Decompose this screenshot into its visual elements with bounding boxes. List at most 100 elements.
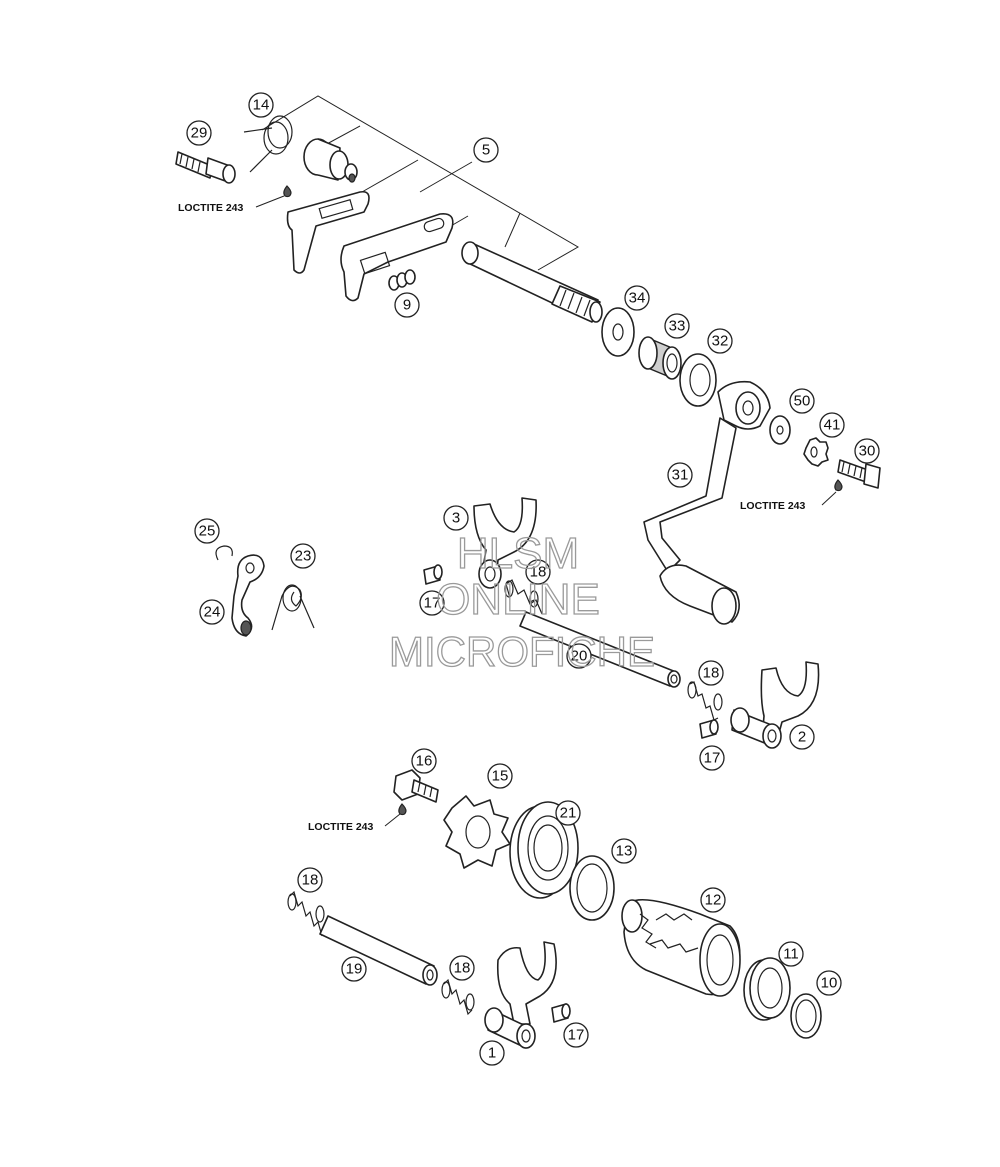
- callout-18-upper: 18: [525, 559, 551, 585]
- svg-text:11: 11: [783, 946, 799, 963]
- callout-18-right: 18: [698, 660, 724, 686]
- part-10-shim: [790, 993, 822, 1039]
- part-25-circlip: [215, 545, 233, 561]
- callout-17-middle: 17: [699, 745, 725, 771]
- part-11-bearing: [743, 957, 791, 1021]
- svg-text:18: 18: [530, 564, 547, 581]
- callout-5: 5: [473, 137, 499, 163]
- svg-text:17: 17: [568, 1027, 585, 1044]
- part-14-spring: [243, 115, 293, 173]
- callout-18-lower: 18: [449, 955, 475, 981]
- svg-text:41: 41: [824, 417, 841, 434]
- callout-33: 33: [664, 313, 690, 339]
- callout-9: 9: [394, 292, 420, 318]
- svg-text:5: 5: [482, 142, 490, 159]
- callout-17-lower: 17: [563, 1022, 589, 1048]
- svg-text:17: 17: [704, 750, 721, 767]
- svg-text:9: 9: [403, 297, 411, 314]
- svg-text:15: 15: [492, 768, 509, 785]
- svg-text:16: 16: [416, 753, 433, 770]
- bracket-line-a: [324, 125, 361, 146]
- leader-loctite-3: [384, 813, 401, 827]
- callout-30: 30: [854, 438, 880, 464]
- callout-11: 11: [778, 941, 804, 967]
- svg-text:50: 50: [794, 393, 811, 410]
- watermark: HLSM ONLINE MICROFICHE: [388, 528, 655, 675]
- svg-text:30: 30: [859, 443, 876, 460]
- svg-text:17: 17: [424, 595, 441, 612]
- svg-text:18: 18: [302, 872, 319, 889]
- part-23-spring: [271, 584, 315, 631]
- part-3-shift-fork: [473, 497, 537, 589]
- leader-5: [419, 161, 473, 193]
- part-12-shift-drum: [621, 898, 741, 997]
- part-33-bushing: [638, 336, 682, 380]
- callout-23: 23: [290, 543, 316, 569]
- svg-text:2: 2: [798, 729, 806, 746]
- part-18-spring-upper: [504, 579, 543, 615]
- svg-text:34: 34: [629, 290, 646, 307]
- watermark-line-3: MICROFICHE: [389, 628, 655, 675]
- callout-1: 1: [479, 1040, 505, 1066]
- part-18-spring-left: [287, 890, 325, 937]
- svg-text:18: 18: [454, 960, 471, 977]
- watermark-line-1: HLSM: [457, 529, 579, 578]
- part-17-pin-middle: [699, 719, 719, 739]
- callout-20: 20: [566, 643, 592, 669]
- callout-41: 41: [819, 412, 845, 438]
- callout-19: 19: [341, 956, 367, 982]
- svg-text:32: 32: [712, 333, 729, 350]
- svg-text:20: 20: [571, 648, 588, 665]
- part-19-rod: [319, 915, 438, 986]
- part-17-pin-upper: [423, 564, 443, 585]
- svg-text:13: 13: [616, 843, 633, 860]
- shift-shaft: [461, 241, 603, 323]
- callout-31: 31: [667, 462, 693, 488]
- shift-shaft-group: 14 29 5 9 34 33 32 50 41 30 31 LOCTITE 2…: [175, 92, 881, 625]
- svg-text:23: 23: [295, 548, 312, 565]
- loctite-drop-3: [398, 803, 407, 816]
- part-18-spring-lower: [441, 978, 475, 1016]
- callout-12: 12: [700, 887, 726, 913]
- loctite-label-1: LOCTITE 243: [178, 202, 244, 214]
- shift-drum-group: 16 15 21 13 12 18 19 18 11 10 17 1 LOCTI…: [287, 748, 842, 1066]
- part-24-lever: [231, 554, 265, 637]
- svg-text:21: 21: [560, 805, 577, 822]
- svg-text:25: 25: [199, 523, 216, 540]
- loctite-drop-1: [283, 185, 292, 198]
- leader-loctite-2: [821, 491, 837, 506]
- part-41-lock-washer: [803, 437, 829, 467]
- part-15-shift-star: [443, 795, 511, 869]
- svg-text:12: 12: [705, 892, 722, 909]
- loctite-label-2: LOCTITE 243: [740, 500, 806, 512]
- bracket-line-d: [504, 212, 521, 248]
- svg-text:10: 10: [821, 975, 838, 992]
- svg-text:18: 18: [703, 665, 720, 682]
- callout-18-left: 18: [297, 867, 323, 893]
- part-29-bolt: [175, 151, 236, 184]
- callout-2: 2: [789, 724, 815, 750]
- part-20-rod: [519, 611, 681, 688]
- callout-15: 15: [487, 763, 513, 789]
- callout-24: 24: [199, 599, 225, 625]
- shift-plate-small: [286, 190, 370, 274]
- part-2-shift-fork: [730, 661, 820, 749]
- svg-text:33: 33: [669, 318, 686, 335]
- svg-text:31: 31: [672, 467, 689, 484]
- svg-text:29: 29: [191, 125, 208, 142]
- part-9-washers: [388, 269, 416, 291]
- callout-14: 14: [248, 92, 274, 118]
- part-pin: [303, 138, 358, 183]
- shift-plate-large: [340, 212, 454, 302]
- callout-25: 25: [194, 518, 220, 544]
- svg-text:14: 14: [253, 97, 270, 114]
- svg-text:1: 1: [488, 1045, 496, 1062]
- part-30-bolt: [837, 459, 881, 489]
- part-18-spring-right: [687, 681, 723, 721]
- loctite-label-3: LOCTITE 243: [308, 821, 374, 833]
- callout-17-upper: 17: [419, 590, 445, 616]
- loctite-drop-2: [834, 479, 843, 492]
- callout-13: 13: [611, 838, 637, 864]
- part-32-seal: [679, 353, 717, 407]
